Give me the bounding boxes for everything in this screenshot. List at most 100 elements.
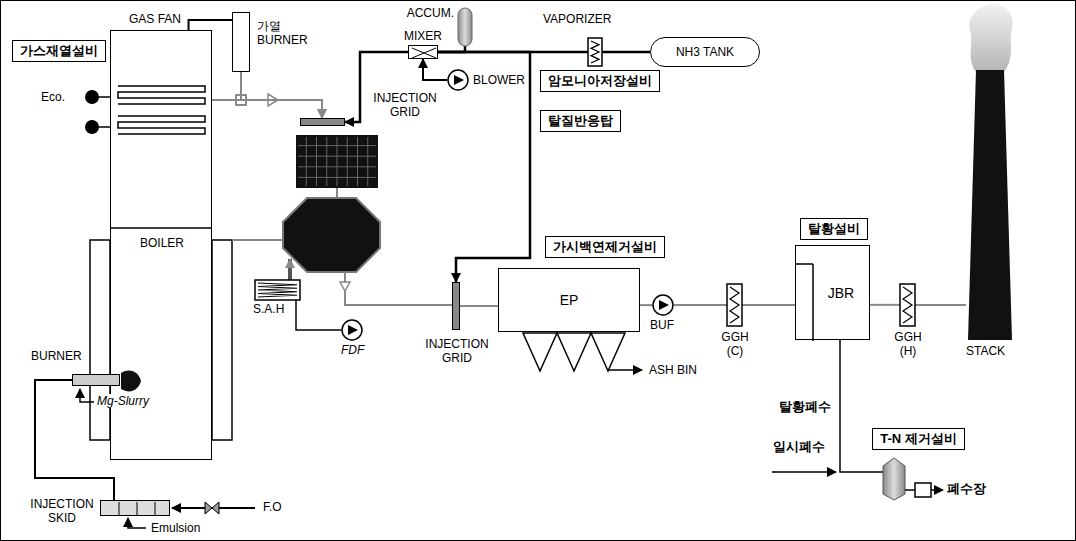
denox-reactor — [298, 166, 376, 167]
boiler-walls — [110, 227, 212, 229]
equipment-label: STACK — [966, 344, 1026, 358]
vaporizer-shape — [588, 38, 602, 66]
header-dot — [85, 120, 99, 134]
ash-hopper — [523, 333, 557, 371]
air-heater-coil-shape — [255, 280, 300, 300]
category-box: 가스재열설비 — [12, 40, 106, 62]
absorber-wall — [812, 264, 814, 341]
denox-reactor — [316, 137, 317, 186]
wastewater-line — [772, 471, 836, 473]
exchanger-body — [588, 38, 602, 66]
fan-symbol — [348, 325, 358, 335]
box-text: EP — [560, 293, 579, 307]
fan-symbol — [659, 300, 669, 310]
injection-grid: INJECTION GRID — [452, 282, 460, 330]
equipment-label: MIXER — [404, 29, 454, 43]
part-label: ASH BIN — [648, 363, 698, 377]
flue-gas-duct — [674, 304, 727, 306]
coil-symbol — [258, 283, 297, 297]
injection-skid: INJECTION SKID — [100, 500, 170, 516]
category-box: 탈황설비 — [800, 218, 868, 240]
air-arrow — [288, 259, 292, 281]
category-box: 암모니아저장설비 — [540, 70, 660, 92]
equipment-label: BLOWER — [473, 73, 529, 87]
denox-reactor — [296, 135, 378, 188]
process-line — [189, 20, 232, 30]
economizer — [92, 86, 205, 134]
category-box: T-N 제거설비 — [872, 428, 965, 450]
gas-heater: GGH (H) — [900, 284, 915, 326]
exchanger-body — [900, 284, 915, 326]
box-text: 암모니아저장설비 — [548, 74, 652, 88]
injection-grid: INJECTION GRID — [300, 118, 345, 126]
air-duct — [232, 239, 283, 241]
stack-smoke — [969, 4, 1012, 72]
category-box: 탈질반응탑 — [540, 110, 621, 132]
part-label: Eco. — [40, 90, 66, 104]
nh3-tank: NH3 TANK — [650, 37, 760, 67]
blower-fan-shape — [447, 69, 469, 91]
line-label: GAS FAN — [128, 12, 182, 26]
flame — [121, 371, 141, 392]
skid-division — [155, 502, 156, 516]
blower-fan: BLOWER — [447, 69, 469, 91]
fan-casing — [342, 320, 362, 340]
emulsion-arrow — [128, 518, 146, 528]
stack-body — [968, 70, 1012, 340]
gas-heater-shape — [900, 284, 915, 326]
equipment-label: BUF — [650, 318, 690, 332]
mixer-box-shape — [409, 46, 439, 60]
injection-skid-shape — [101, 501, 171, 517]
absorber-wall — [796, 263, 813, 265]
economizer — [118, 86, 205, 104]
flue-gas-duct — [915, 304, 966, 306]
denox-reactor — [298, 156, 376, 157]
denox-reactor — [298, 145, 376, 146]
coil-symbol — [903, 287, 912, 323]
fan-symbol — [454, 75, 464, 85]
accumulator: ACCUM. — [458, 8, 472, 46]
wastewater-arrow — [931, 489, 943, 491]
gas-heater: GGH (C) — [727, 284, 742, 326]
wastewater-line — [840, 340, 883, 472]
skid-division — [137, 502, 138, 516]
mixer-symbol — [412, 48, 436, 58]
electrostatic-precipitator: EP — [498, 268, 640, 332]
flue-gas-duct — [460, 305, 498, 307]
equipment-label: VAPORIZER — [543, 12, 623, 26]
header-dot — [85, 90, 99, 104]
stack: STACK — [966, 70, 1014, 340]
absorber-box: JBR — [795, 245, 870, 340]
flue-gas-duct — [241, 72, 322, 118]
ash-hopper — [557, 333, 591, 371]
reheat-burner: 가열 BURNER — [232, 12, 250, 72]
equipment-label: FDF — [341, 343, 381, 357]
wastewater-line — [905, 489, 915, 491]
economizer — [118, 116, 205, 134]
air-heater-coil: S.A.H — [255, 280, 300, 300]
equipment-label: BOILER — [111, 236, 213, 250]
burner-symbol-shape — [73, 375, 121, 387]
boiler-walls — [90, 228, 232, 440]
coil-symbol — [730, 287, 739, 323]
valve-symbol — [205, 502, 219, 514]
accumulator-vessel — [458, 8, 472, 46]
equipment-label: INJECTION GRID — [419, 337, 495, 365]
stream-label: 일시폐수 — [772, 440, 826, 454]
equipment-label: 가열 BURNER — [257, 19, 313, 47]
box-text: T-N 제거설비 — [880, 432, 957, 446]
feed-label: Emulsion — [150, 521, 201, 535]
forced-draft-fan-shape — [341, 319, 363, 341]
boiler-walls — [212, 240, 232, 440]
air-heater — [283, 198, 380, 272]
box-text: JBR — [828, 286, 854, 300]
booster-fan-shape — [652, 294, 674, 316]
denox-reactor — [347, 137, 348, 186]
box-text: 탈질반응탑 — [548, 114, 613, 128]
destination-label: 폐수장 — [946, 482, 987, 496]
fan-casing — [653, 295, 673, 315]
gas-duct — [336, 188, 338, 198]
